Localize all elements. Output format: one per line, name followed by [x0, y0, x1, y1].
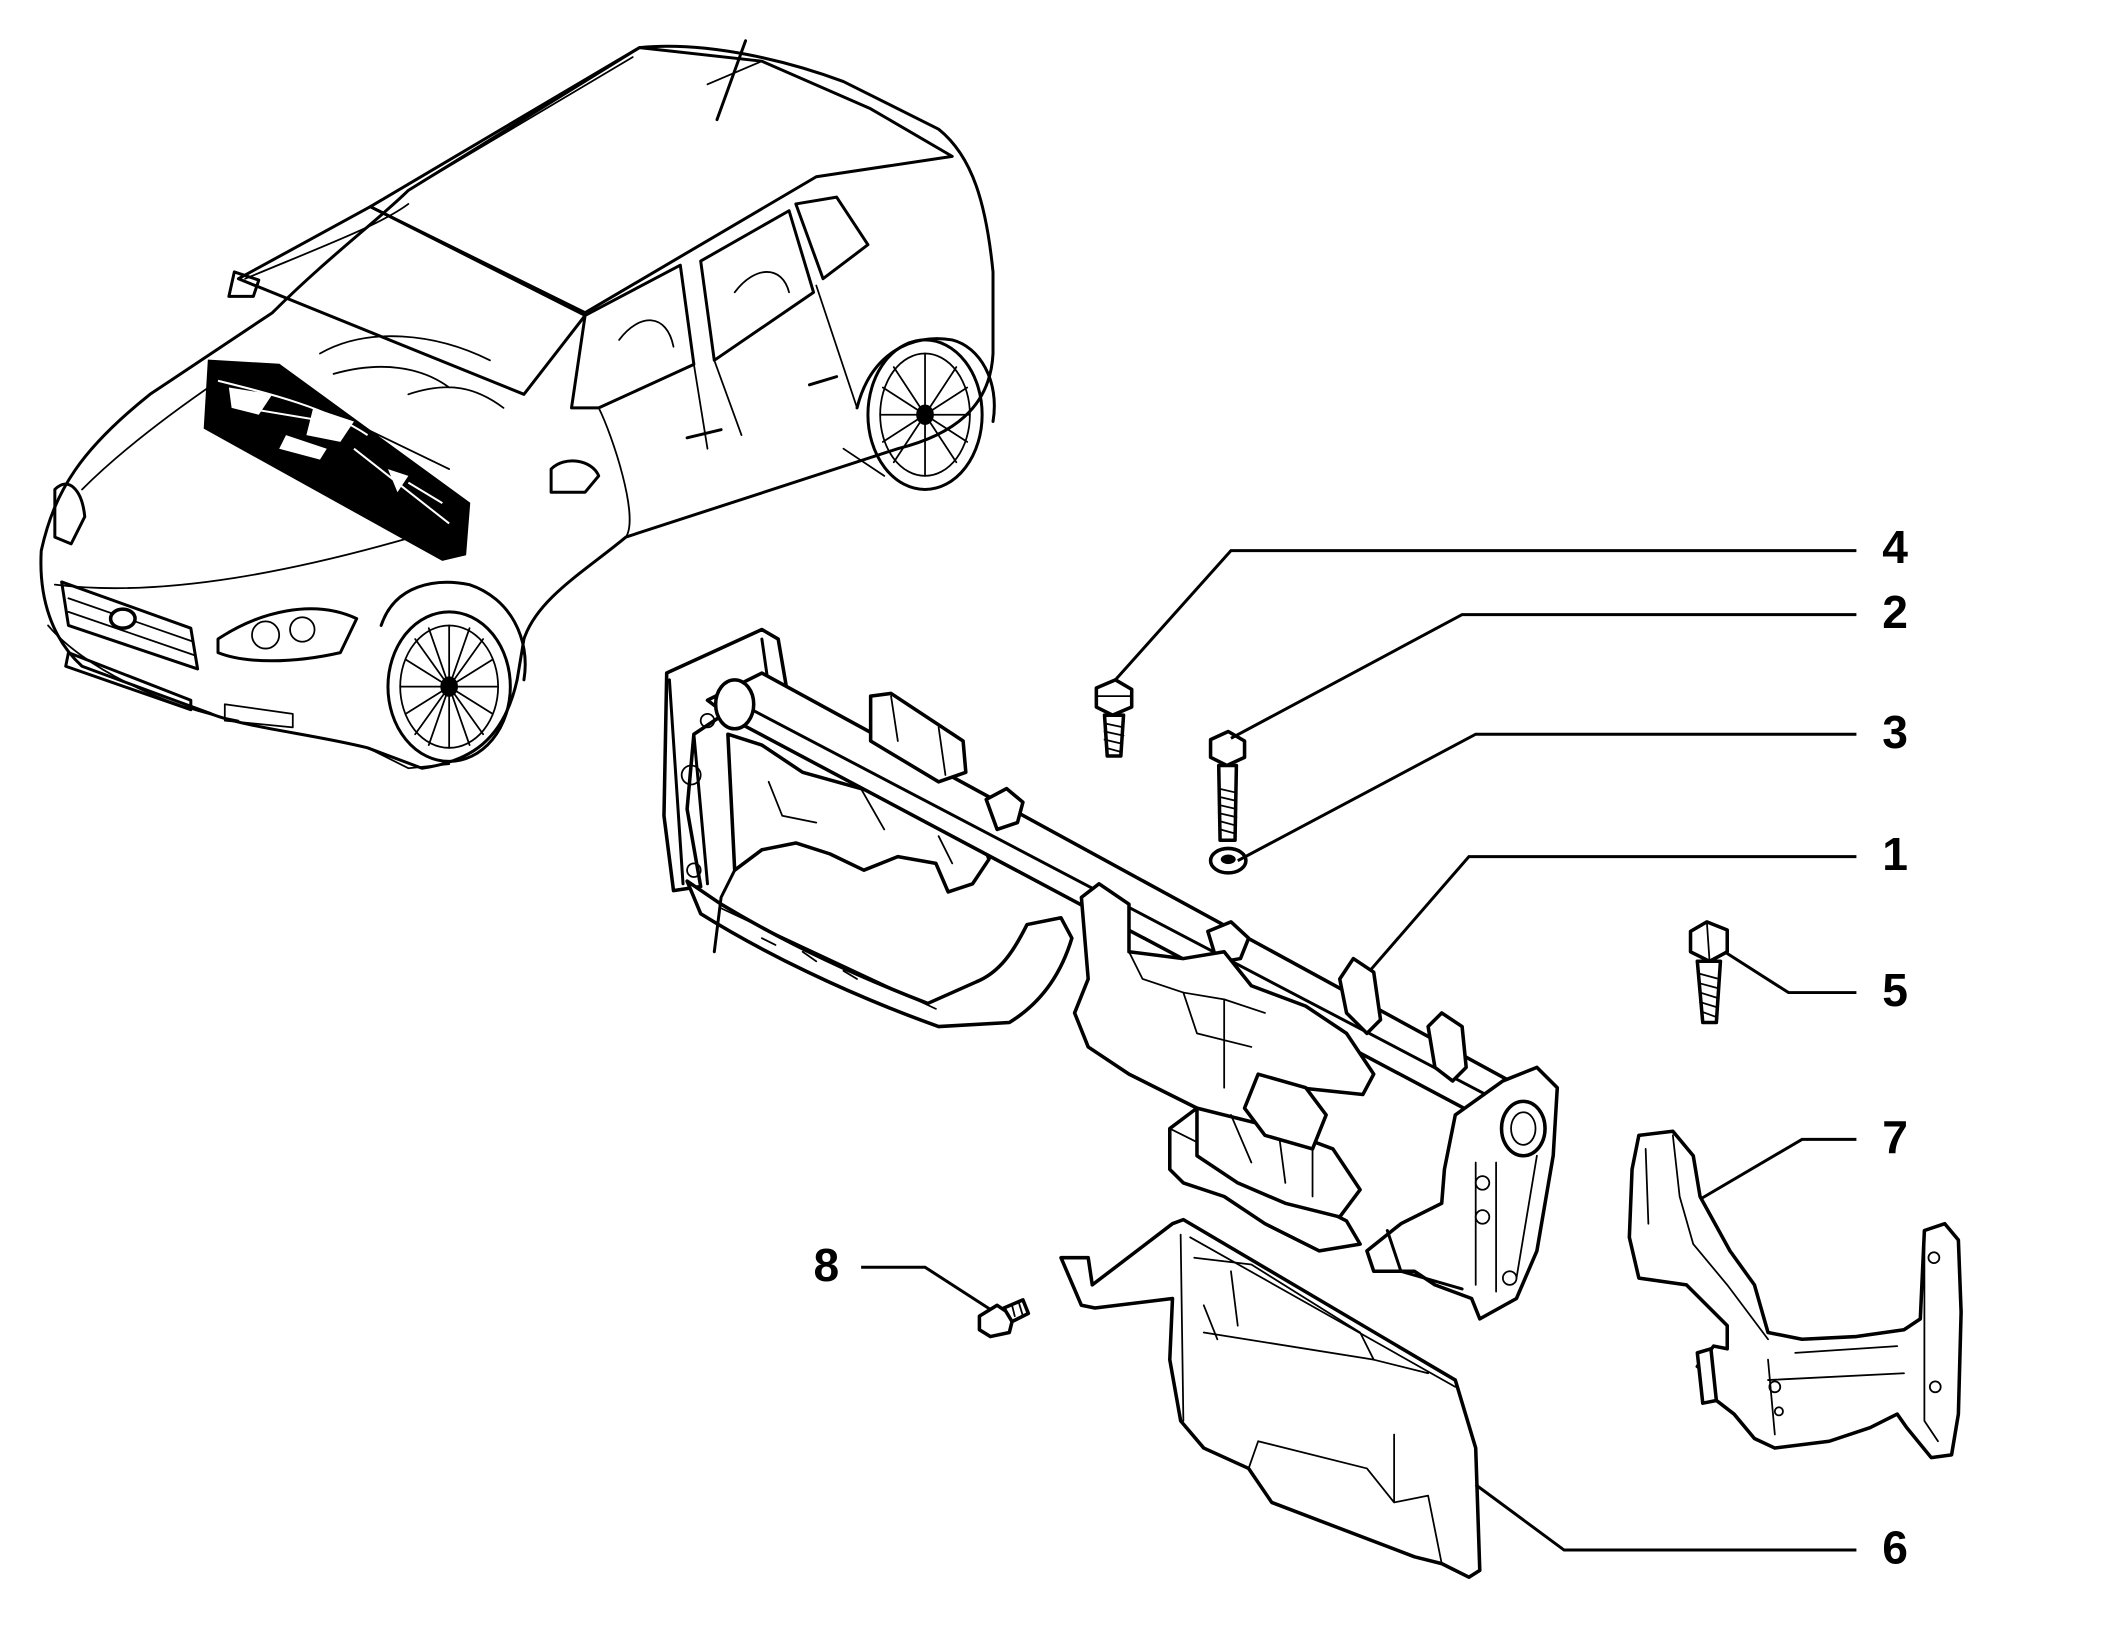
leader-lines — [861, 549, 1857, 1552]
callout-labels: 4 2 3 1 5 7 6 8 — [814, 521, 1909, 1574]
car-illustration — [39, 39, 996, 770]
callout-1: 1 — [1882, 828, 1908, 880]
bolt-5 — [1688, 920, 1730, 1025]
dashboard-crossmember — [662, 627, 1560, 1321]
callout-5: 5 — [1882, 964, 1908, 1016]
screw-8 — [977, 1298, 1031, 1339]
callout-8: 8 — [814, 1239, 840, 1291]
bracket-7 — [1627, 1129, 1963, 1460]
bolt-4 — [1094, 678, 1134, 758]
callout-3: 3 — [1882, 706, 1908, 758]
callout-2: 2 — [1882, 586, 1908, 638]
cover-panel-6 — [1059, 1217, 1482, 1579]
callout-7: 7 — [1882, 1111, 1908, 1163]
callout-6: 6 — [1882, 1522, 1908, 1574]
callout-4: 4 — [1882, 521, 1908, 573]
bolt-2 — [1208, 729, 1247, 843]
washer-3 — [1208, 846, 1248, 875]
